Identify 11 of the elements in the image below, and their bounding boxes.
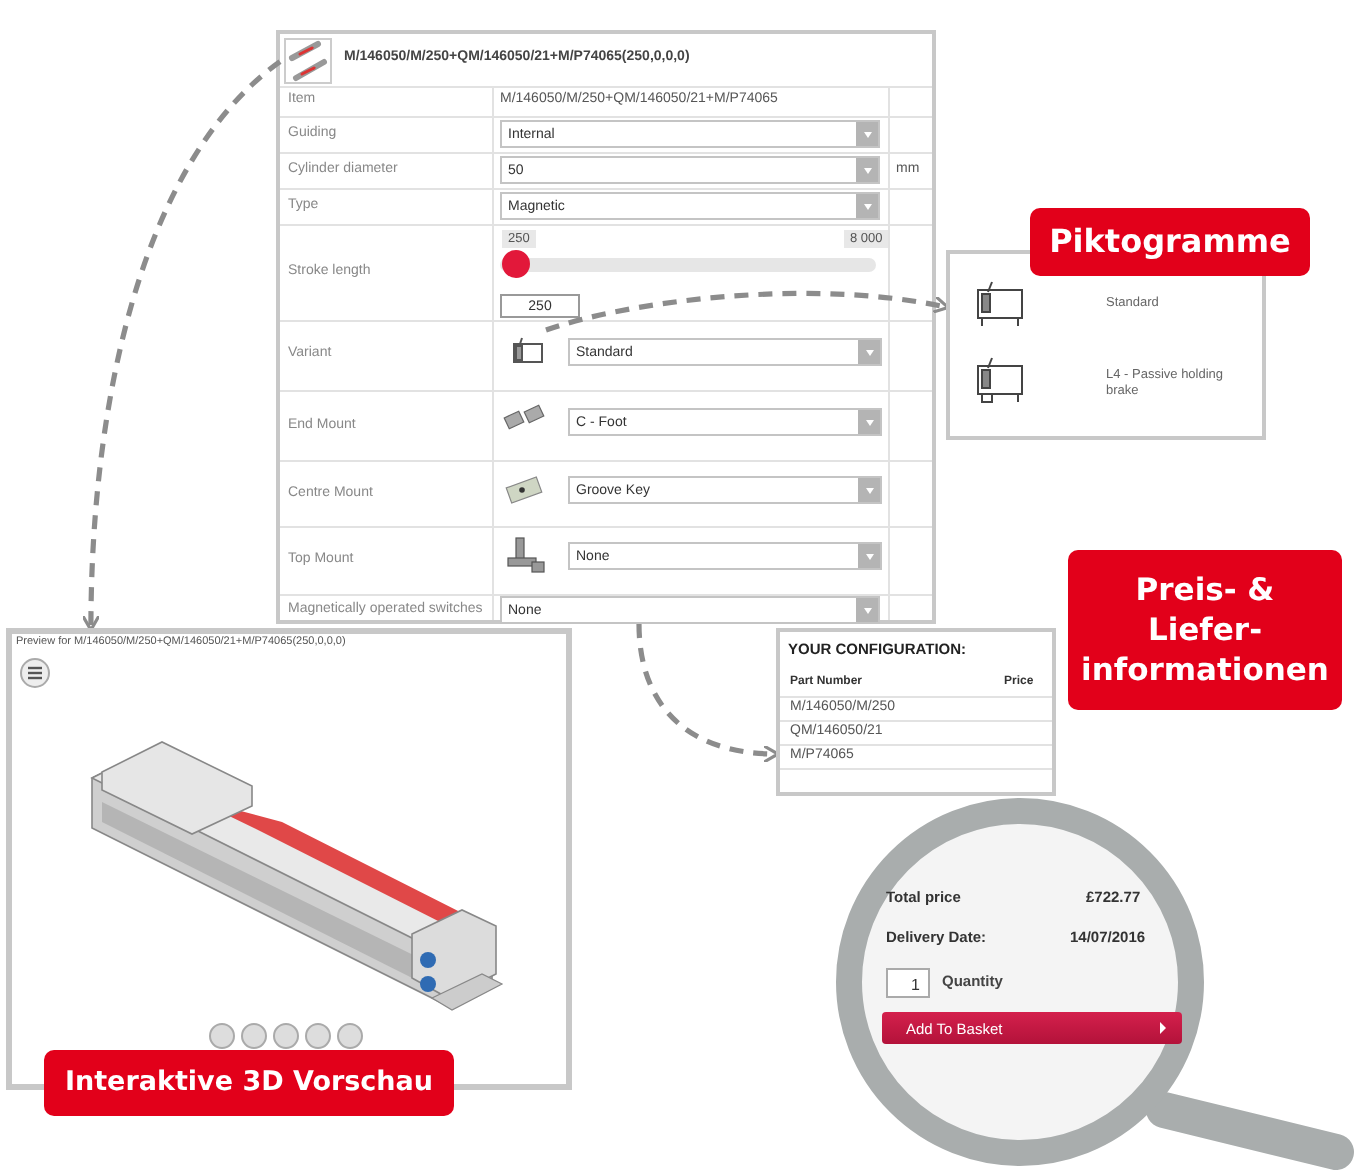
configuration-summary-panel [776,628,1056,796]
configurator-panel [276,30,936,624]
callout-badge: Piktogramme [1030,208,1310,276]
quantity-field: 1 [886,968,930,998]
product-thumbnail [284,38,332,84]
dashed-arrow [636,623,780,763]
dashed-arrow [545,290,950,333]
preview-panel [6,628,572,1090]
callout-badge: Interaktive 3D Vorschau [44,1050,454,1116]
dashed-arrow [81,59,282,632]
callout-badge: Preis- & Liefer-informationen [1068,550,1342,710]
